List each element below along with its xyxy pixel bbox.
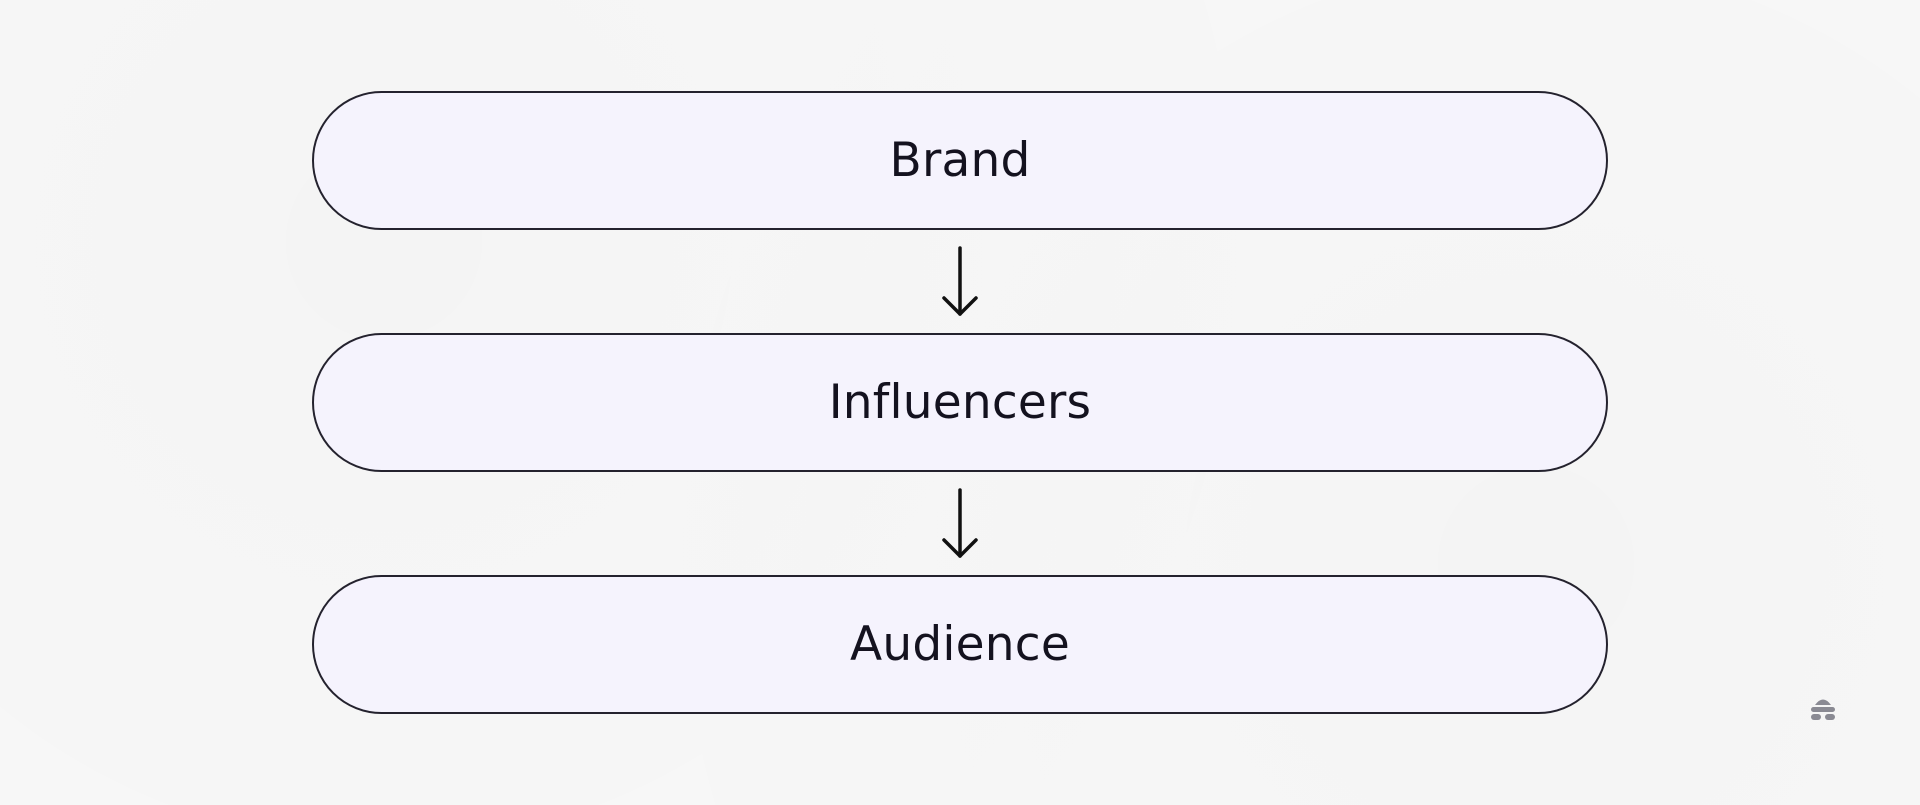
arrow-down-icon	[942, 245, 978, 316]
flow-diagram: Brand Influencers Audience	[312, 91, 1608, 714]
flow-node-label: Influencers	[828, 375, 1092, 430]
flow-node-audience: Audience	[312, 575, 1608, 714]
flow-connector	[312, 472, 1608, 575]
flow-connector	[312, 230, 1608, 333]
flow-node-influencers: Influencers	[312, 333, 1608, 472]
flow-node-label: Audience	[850, 617, 1070, 672]
beehive-logo-icon	[1806, 693, 1840, 727]
arrow-down-icon	[942, 487, 978, 558]
flow-node-brand: Brand	[312, 91, 1608, 230]
flow-node-label: Brand	[889, 133, 1031, 188]
